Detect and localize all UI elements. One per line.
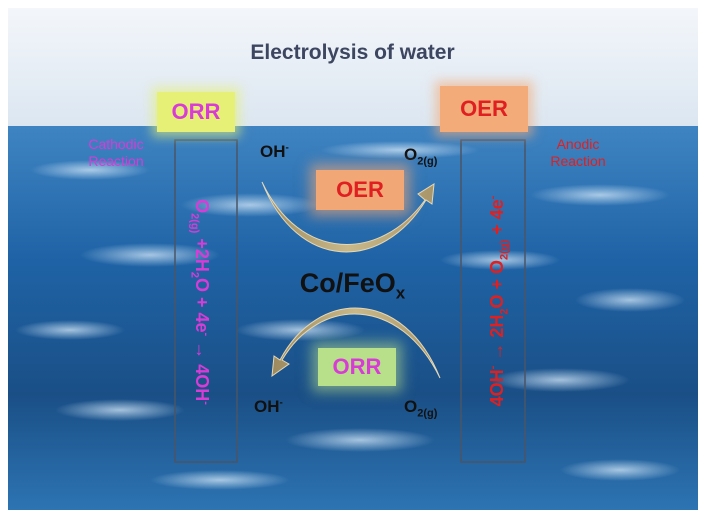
center-orr-label: ORR [318,348,396,386]
center-oer-label: OER [316,170,404,210]
cathodic-reaction-label: Cathodic Reaction [66,136,166,170]
cathodic-line-1: Cathodic [88,136,144,152]
anode-reaction-box [460,139,526,463]
wave-highlights [15,141,685,490]
oxygen-bottom-label: O2(g) [404,397,438,420]
hydroxide-top-label: OH- [260,142,289,161]
catalyst-label: Co/FeOx [299,268,406,303]
sky [8,8,698,128]
cathode-reaction-box [174,139,238,463]
hydroxide-bottom-label: OH- [254,397,283,416]
anodic-line-2: Reaction [550,153,606,169]
cathodic-line-2: Reaction [88,153,144,169]
oxygen-top-label: O2(g) [404,145,438,168]
lower-curved-arrow [271,307,441,379]
anodic-reaction-label: Anodic Reaction [532,136,624,170]
anodic-line-1: Anodic [556,136,600,152]
diagram-title: Electrolysis of water [250,41,455,64]
cathode-orr-label: ORR [157,92,235,132]
upper-curved-arrow [261,181,435,253]
anode-oer-label: OER [440,86,528,132]
